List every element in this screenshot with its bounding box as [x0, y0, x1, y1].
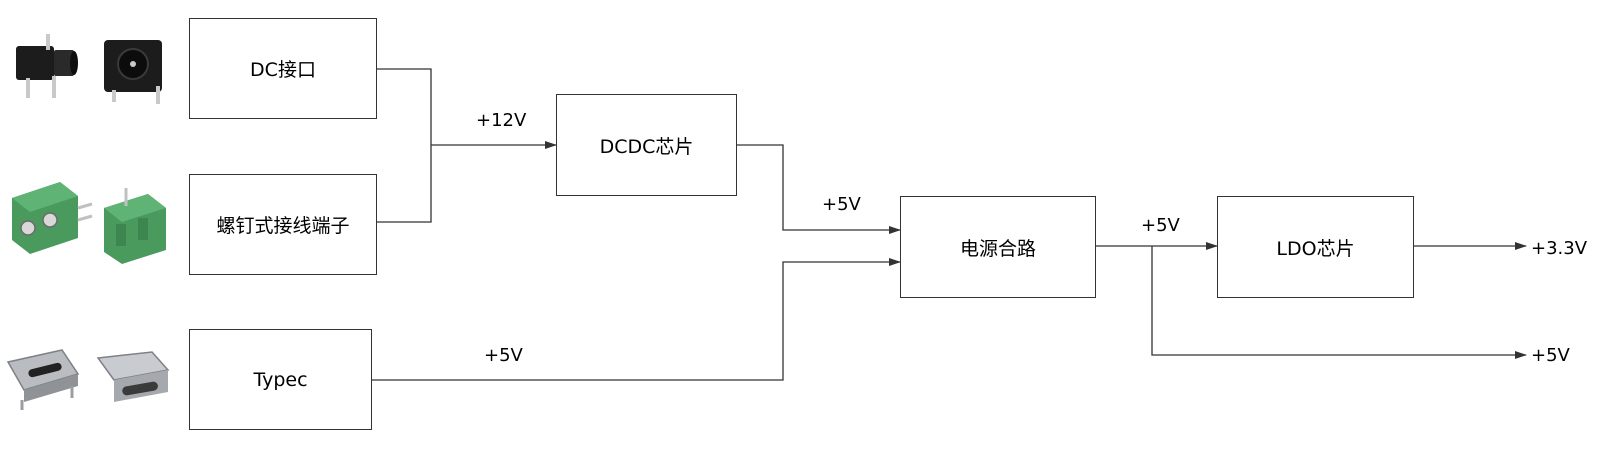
voltage-label-dcdc-5v: +5V [822, 194, 861, 215]
typec-photo-icon [6, 349, 170, 410]
wire-dc-to-bus [377, 68, 432, 145]
wire-dcdc-to-merge [737, 144, 901, 234]
output-label-5v: +5V [1531, 345, 1570, 366]
output-label-3v3: +3.3V [1531, 238, 1588, 259]
dcdc-chip-label: DCDC芯片 [599, 135, 694, 158]
screw-terminal-block: 螺钉式接线端子 [189, 174, 377, 275]
screw-terminal-photo-icon [12, 182, 166, 264]
ldo-chip-block: LDO芯片 [1217, 196, 1414, 298]
typec-block: Typec [189, 329, 372, 430]
wire-typec-to-merge [372, 258, 901, 381]
power-merge-label: 电源合路 [959, 237, 1036, 260]
wire-screw-to-bus [377, 145, 432, 223]
dc-jack-photo-icon [16, 34, 162, 104]
voltage-label-12v: +12V [476, 110, 527, 131]
screw-terminal-label: 螺钉式接线端子 [216, 215, 350, 237]
typec-label: Typec [253, 368, 308, 391]
dc-jack-label: DC接口 [250, 59, 316, 81]
wire-5v-branch [1151, 246, 1527, 359]
voltage-label-typec-5v: +5V [484, 345, 523, 366]
dcdc-chip-block: DCDC芯片 [556, 94, 737, 196]
dc-jack-block: DC接口 [189, 18, 377, 119]
power-merge-block: 电源合路 [900, 196, 1096, 298]
voltage-label-merge-5v: +5V [1141, 215, 1180, 236]
ldo-chip-label: LDO芯片 [1276, 237, 1355, 260]
